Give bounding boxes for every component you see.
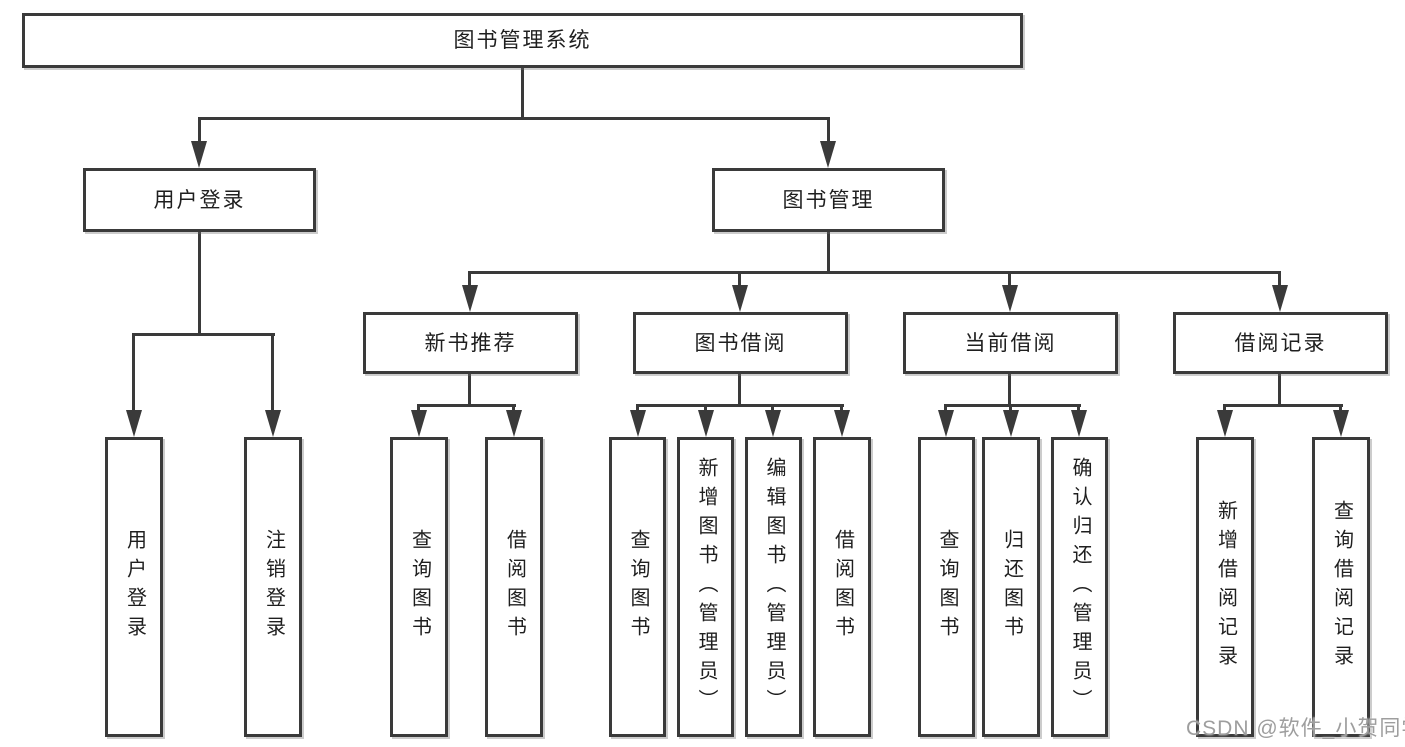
leaf-records-add-record: 新增借阅记录 <box>1196 437 1254 737</box>
connector-line <box>1339 404 1342 414</box>
node-label: 查询图书 <box>408 529 431 645</box>
arrow-down-icon <box>1217 410 1233 437</box>
connector-line <box>417 404 516 407</box>
arrow-down-icon <box>1003 410 1019 437</box>
node-new-book-recommend: 新书推荐 <box>363 312 578 374</box>
arrow-down-icon <box>1333 410 1349 437</box>
connector-line <box>1009 404 1012 414</box>
arrow-down-icon <box>698 410 714 437</box>
arrow-down-icon <box>191 141 207 168</box>
arrow-down-icon <box>834 410 850 437</box>
node-label: 编辑图书（管理员） <box>763 456 785 718</box>
node-label: 用户登录 <box>153 188 246 212</box>
node-book-management: 图书管理 <box>712 168 945 232</box>
leaf-recommend-query-book: 查询图书 <box>390 437 448 737</box>
connector-line <box>512 404 515 414</box>
node-label: 注销登录 <box>262 529 285 645</box>
connector-line <box>944 404 1081 407</box>
connector-line <box>132 333 275 336</box>
arrow-down-icon <box>1272 285 1288 312</box>
node-label: 查询图书 <box>627 529 649 645</box>
connector-line <box>827 232 830 274</box>
node-library-management-system: 图书管理系统 <box>22 13 1023 68</box>
connector-line <box>1223 404 1226 414</box>
arrow-down-icon <box>126 410 142 437</box>
connector-line <box>521 68 524 119</box>
connector-line <box>738 271 741 289</box>
arrow-down-icon <box>411 410 427 437</box>
node-label: 新增图书（管理员） <box>695 456 717 718</box>
node-label: 借阅记录 <box>1234 331 1327 355</box>
leaf-current-confirm-return-admin: 确认归还（管理员） <box>1051 437 1108 737</box>
arrow-down-icon <box>1071 410 1087 437</box>
arrow-down-icon <box>630 410 646 437</box>
node-user-login: 用户登录 <box>83 168 316 232</box>
leaf-borrow-query-book: 查询图书 <box>609 437 666 737</box>
connector-line <box>468 271 1281 274</box>
connector-line <box>468 271 471 289</box>
node-label: 借阅图书 <box>831 529 854 645</box>
arrow-down-icon <box>265 410 281 437</box>
node-borrow-records: 借阅记录 <box>1173 312 1388 374</box>
connector-line <box>1223 404 1343 407</box>
node-label: 图书管理 <box>782 188 875 212</box>
connector-line <box>1008 374 1011 407</box>
node-label: 图书借阅 <box>694 331 787 355</box>
leaf-records-query-record: 查询借阅记录 <box>1312 437 1370 737</box>
arrow-down-icon <box>1002 285 1018 312</box>
csdn-watermark: CSDN @软件_小贺同学 <box>1186 717 1405 740</box>
connector-line <box>1278 374 1281 407</box>
node-label: 图书管理系统 <box>453 29 592 52</box>
connector-line <box>1278 271 1281 289</box>
node-label: 确认归还（管理员） <box>1069 456 1091 718</box>
node-label: 查询借阅记录 <box>1330 500 1353 674</box>
connector-line <box>1008 271 1011 289</box>
leaf-recommend-borrow-book: 借阅图书 <box>485 437 543 737</box>
node-label: 借阅图书 <box>503 529 526 645</box>
node-label: 新书推荐 <box>424 331 517 355</box>
connector-line <box>738 374 741 407</box>
node-label: 新增借阅记录 <box>1214 500 1237 674</box>
connector-line <box>198 117 830 120</box>
connector-line <box>840 404 843 414</box>
connector-line <box>704 404 707 414</box>
connector-line <box>468 374 471 407</box>
connector-line <box>771 404 774 414</box>
arrow-down-icon <box>765 410 781 437</box>
arrow-down-icon <box>506 410 522 437</box>
connector-line <box>132 333 135 411</box>
arrow-down-icon <box>938 410 954 437</box>
connector-line <box>944 404 947 414</box>
connector-line <box>636 404 639 414</box>
node-label: 查询图书 <box>936 529 958 645</box>
leaf-current-query-book: 查询图书 <box>918 437 975 737</box>
arrow-down-icon <box>462 285 478 312</box>
connector-line <box>271 333 274 411</box>
node-book-borrow: 图书借阅 <box>633 312 848 374</box>
leaf-borrow-edit-book-admin: 编辑图书（管理员） <box>745 437 802 737</box>
arrow-down-icon <box>732 285 748 312</box>
node-label: 当前借阅 <box>964 331 1057 355</box>
connector-line <box>198 232 201 335</box>
connector-line <box>636 404 844 407</box>
node-label: 用户登录 <box>123 529 146 645</box>
connector-line <box>198 117 201 145</box>
leaf-current-return-book: 归还图书 <box>982 437 1040 737</box>
leaf-user-login: 用户登录 <box>105 437 163 737</box>
leaf-borrow-add-book-admin: 新增图书（管理员） <box>677 437 734 737</box>
connector-line <box>417 404 420 414</box>
node-label: 归还图书 <box>1000 529 1023 645</box>
connector-line <box>1077 404 1080 414</box>
node-current-borrow: 当前借阅 <box>903 312 1118 374</box>
connector-line <box>827 117 830 145</box>
arrow-down-icon <box>820 141 836 168</box>
leaf-logout: 注销登录 <box>244 437 302 737</box>
leaf-borrow-borrow-book: 借阅图书 <box>813 437 871 737</box>
